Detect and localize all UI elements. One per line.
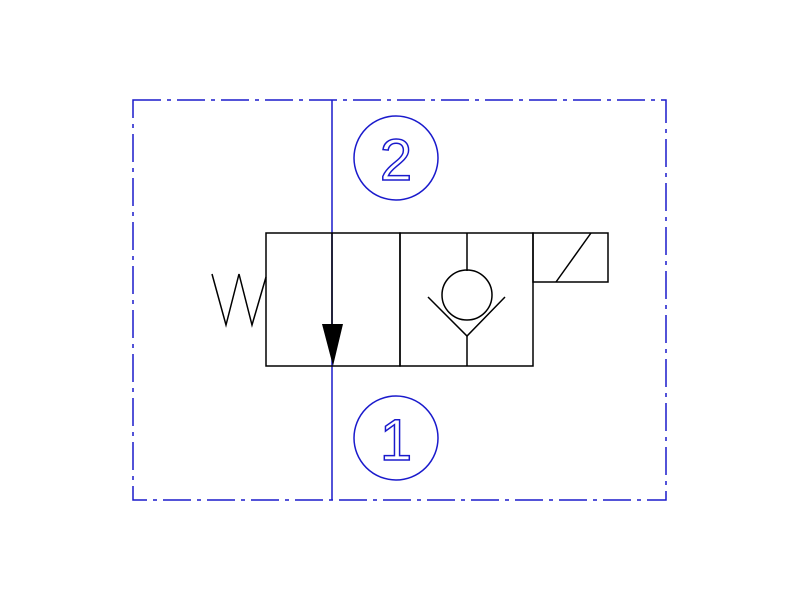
port-2: 2 — [353, 115, 439, 201]
spring-icon — [211, 273, 267, 328]
port-1-label: 1 — [380, 408, 412, 473]
port-2-label: 2 — [380, 128, 412, 193]
check-valve-icon — [427, 233, 506, 366]
cartridge-envelope — [132, 99, 667, 501]
flow-arrow-icon — [322, 324, 343, 366]
port-1: 1 — [353, 395, 439, 481]
solenoid-icon — [532, 232, 609, 283]
